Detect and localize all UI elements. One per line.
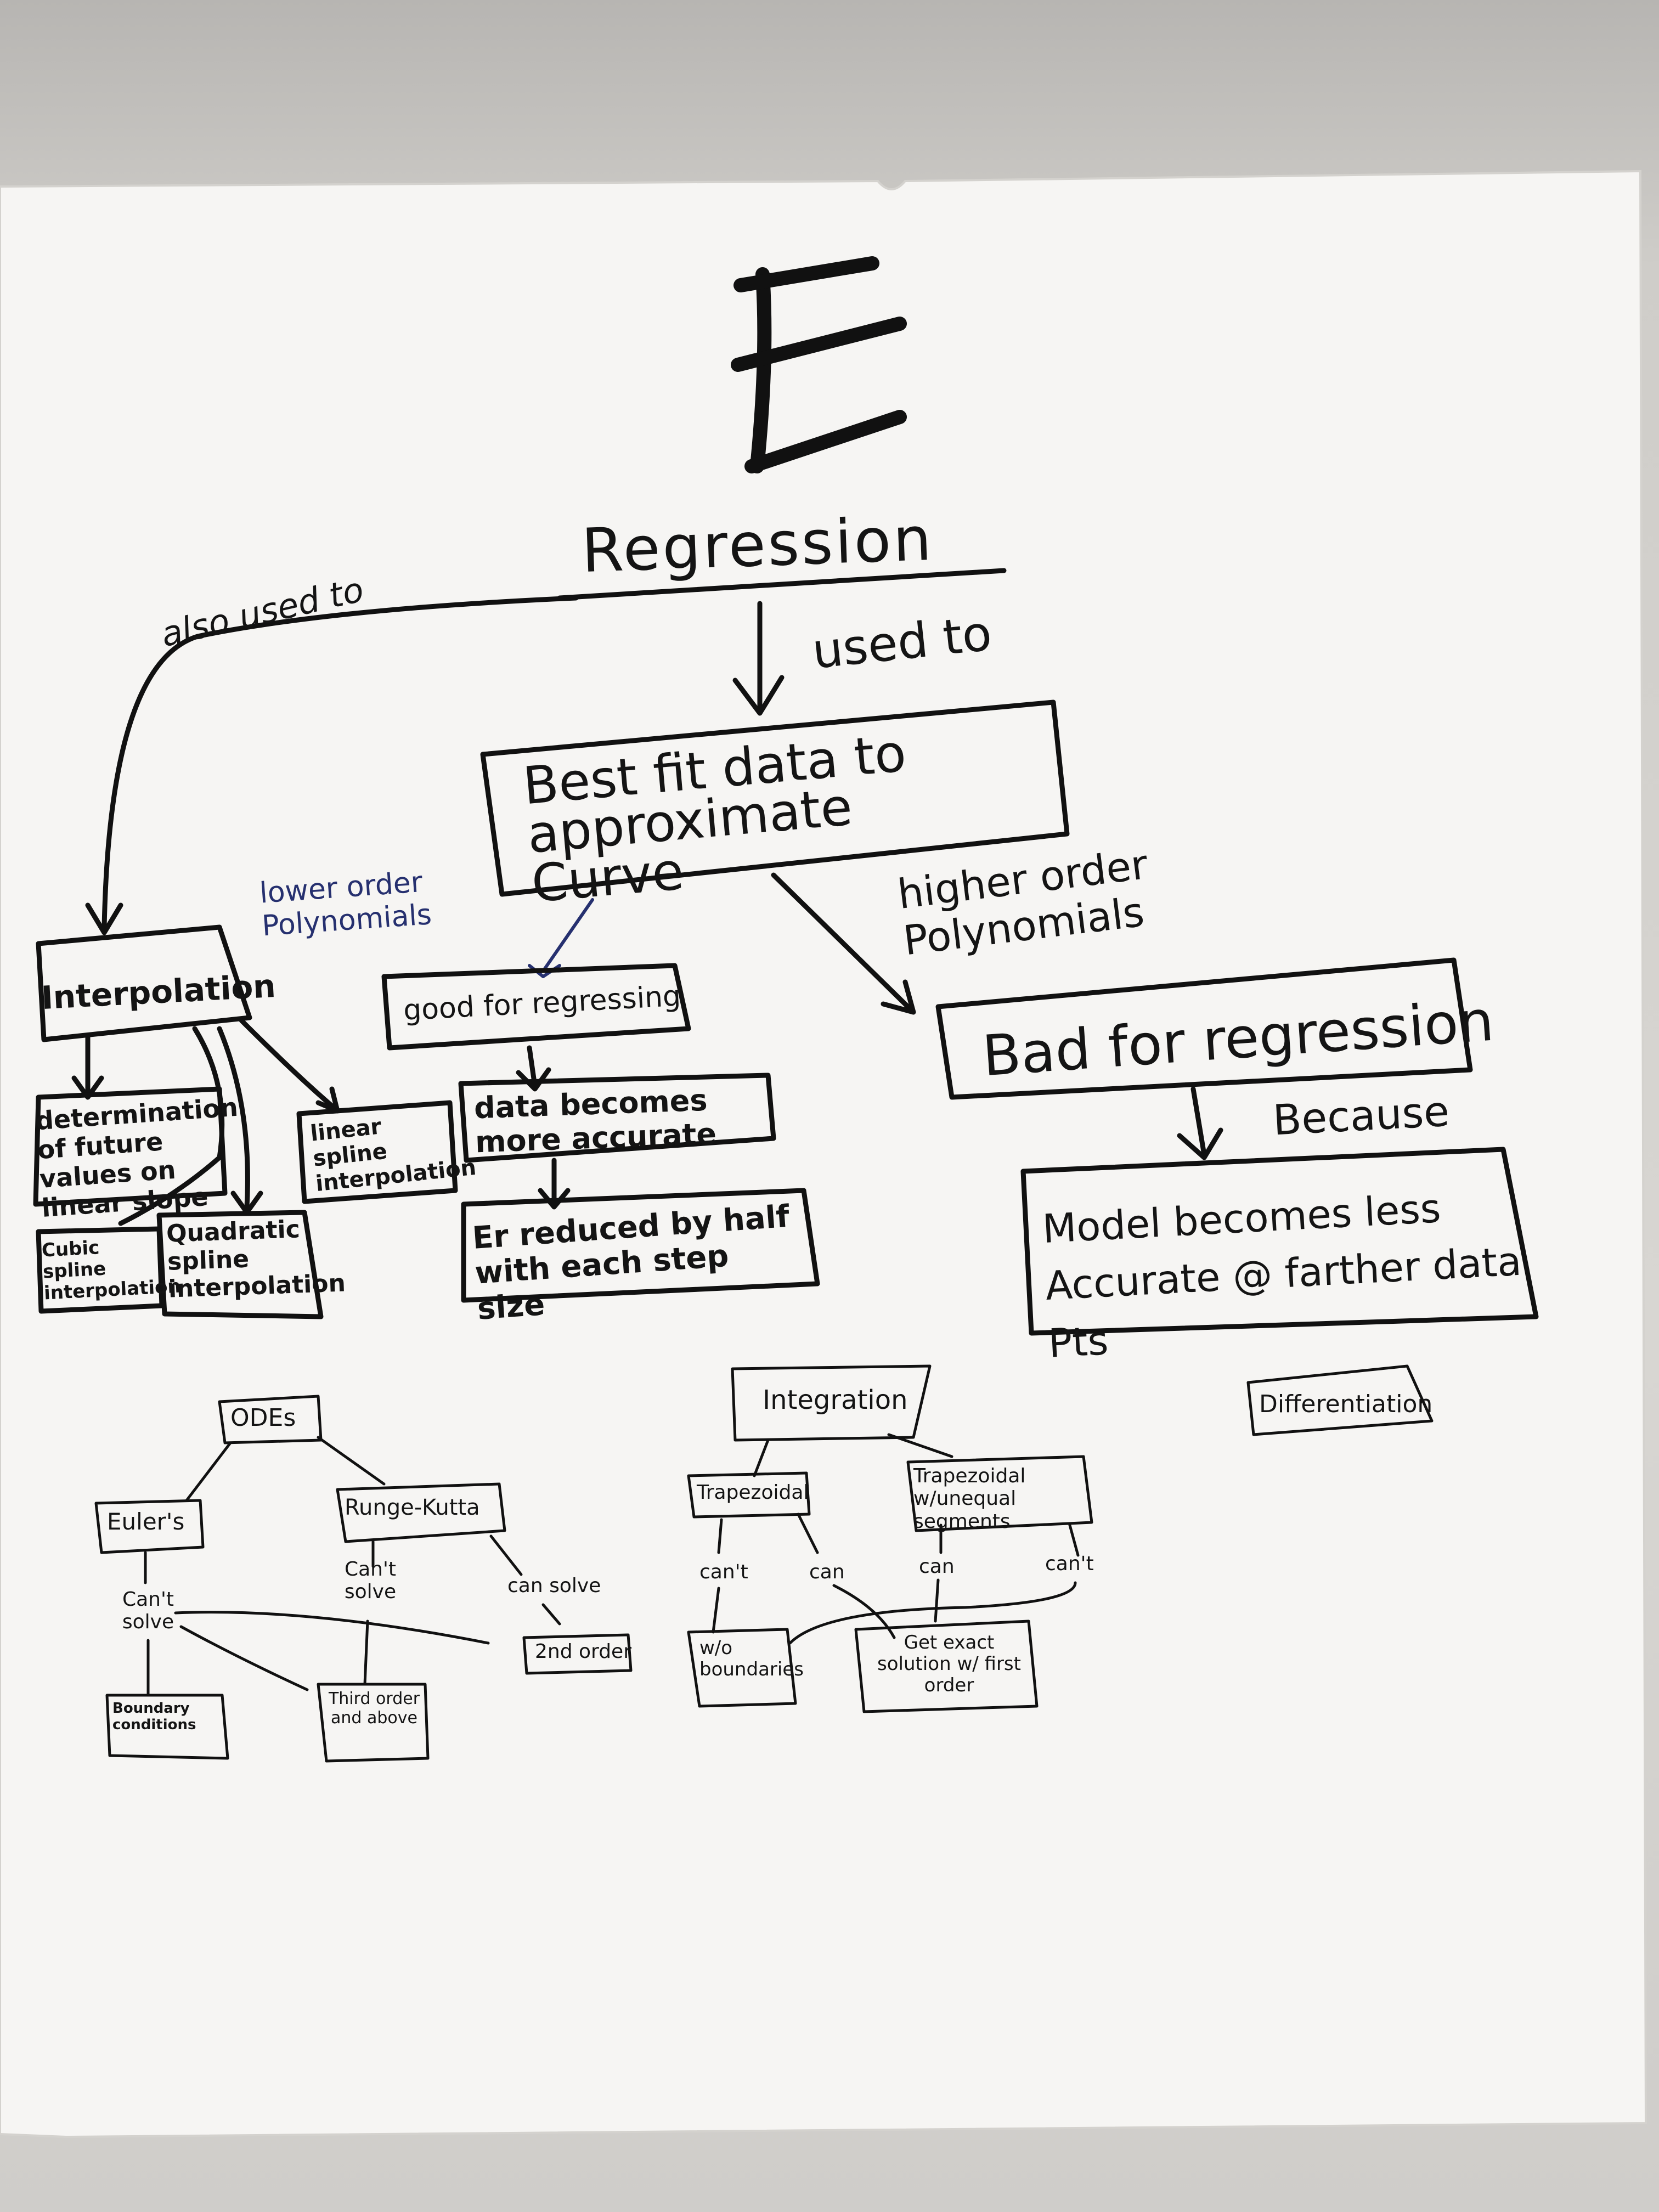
good-for-regressing-box: [381, 963, 691, 1051]
linear-spline-label: linear spline interpolation: [309, 1114, 478, 1197]
eulers-box: [94, 1499, 205, 1554]
determination-box: [33, 1086, 228, 1207]
model-label: Model becomes less Accurate @ farther da…: [1041, 1185, 1523, 1367]
integration-box: [731, 1364, 932, 1442]
paper-sheet: [0, 170, 1647, 2138]
data-accurate-box: [458, 1073, 776, 1163]
exact-solution-label: Get exact solution w/ first order: [877, 1632, 1021, 1697]
differentiation-label: Differentiation: [1259, 1390, 1433, 1418]
cant-label-2: can't: [1045, 1553, 1094, 1575]
exact-solution-box: [854, 1620, 1039, 1713]
cant-label-1: can't: [699, 1561, 748, 1583]
quadratic-spline-label: Quadratic spline interpolation: [166, 1215, 346, 1304]
arrow-lower-order: [541, 898, 594, 973]
interpolation-box: [36, 924, 252, 1042]
linear-spline-box: [296, 1100, 458, 1204]
boundary-conditions-box: [105, 1694, 229, 1760]
bad-for-regression-box: [935, 957, 1473, 1100]
er-reduced-box: [461, 1188, 820, 1303]
third-order-label: Third order and above: [328, 1689, 420, 1728]
integration-label: Integration: [763, 1385, 908, 1415]
odes-label: ODEs: [230, 1404, 296, 1432]
wo-boundaries-label: w/o boundaries: [699, 1637, 804, 1681]
also-used-to-label: also used to: [157, 569, 368, 655]
used-to-label: used to: [809, 605, 995, 680]
bad-for-regression-label: Bad for regression: [980, 988, 1496, 1090]
trapezoidal-box: [687, 1471, 811, 1519]
big-e-letter: [731, 256, 907, 473]
trapezoidal-label: Trapezoidal: [697, 1481, 809, 1504]
quadratic-spline-box: [156, 1210, 324, 1319]
second-order-label: 2nd order: [535, 1640, 632, 1663]
runge-kutta-box: [336, 1482, 506, 1543]
cant-solve-label-1: Can't solve: [122, 1588, 174, 1634]
trapezoidal-unequal-label: Trapezoidal w/unequal segments: [913, 1465, 1026, 1533]
regression-label: Regression: [580, 503, 935, 586]
third-order-box: [317, 1683, 430, 1763]
trapezoidal-unequal-box: [906, 1455, 1093, 1532]
because-label: Because: [1271, 1086, 1451, 1145]
arrow-because: [1190, 1086, 1207, 1158]
interpolation-label: Interpolation: [40, 967, 277, 1017]
arrow-also-used-to: [101, 595, 579, 930]
runge-kutta-label: Runge-Kutta: [345, 1495, 480, 1520]
lower-order-label: lower order Polynomials: [258, 866, 433, 943]
can-solve-label: can solve: [507, 1575, 601, 1597]
regression-underline: [557, 568, 1007, 601]
can-label-1: can: [809, 1561, 845, 1583]
can-label-2: can: [919, 1555, 955, 1578]
cant-solve-label-2: Can't solve: [344, 1558, 397, 1604]
er-reduced-label: Er reduced by half with each step size: [471, 1198, 791, 1327]
determination-label: determination of future values on linear…: [34, 1092, 239, 1223]
arrow-higher-order: [771, 872, 913, 1012]
eulers-label: Euler's: [107, 1508, 185, 1535]
model-box: [1020, 1147, 1539, 1336]
wo-boundaries-box: [687, 1628, 797, 1708]
second-order-box: [522, 1633, 633, 1675]
data-accurate-label: data becomes more accurate: [473, 1082, 717, 1160]
good-for-regressing-label: good for regressing: [402, 979, 682, 1028]
best-fit-box: [480, 699, 1070, 897]
boundary-conditions-label: Boundary conditions: [112, 1700, 196, 1733]
cubic-spline-label: Cubic spline interpolation: [41, 1237, 182, 1305]
differentiation-box: [1246, 1364, 1434, 1436]
